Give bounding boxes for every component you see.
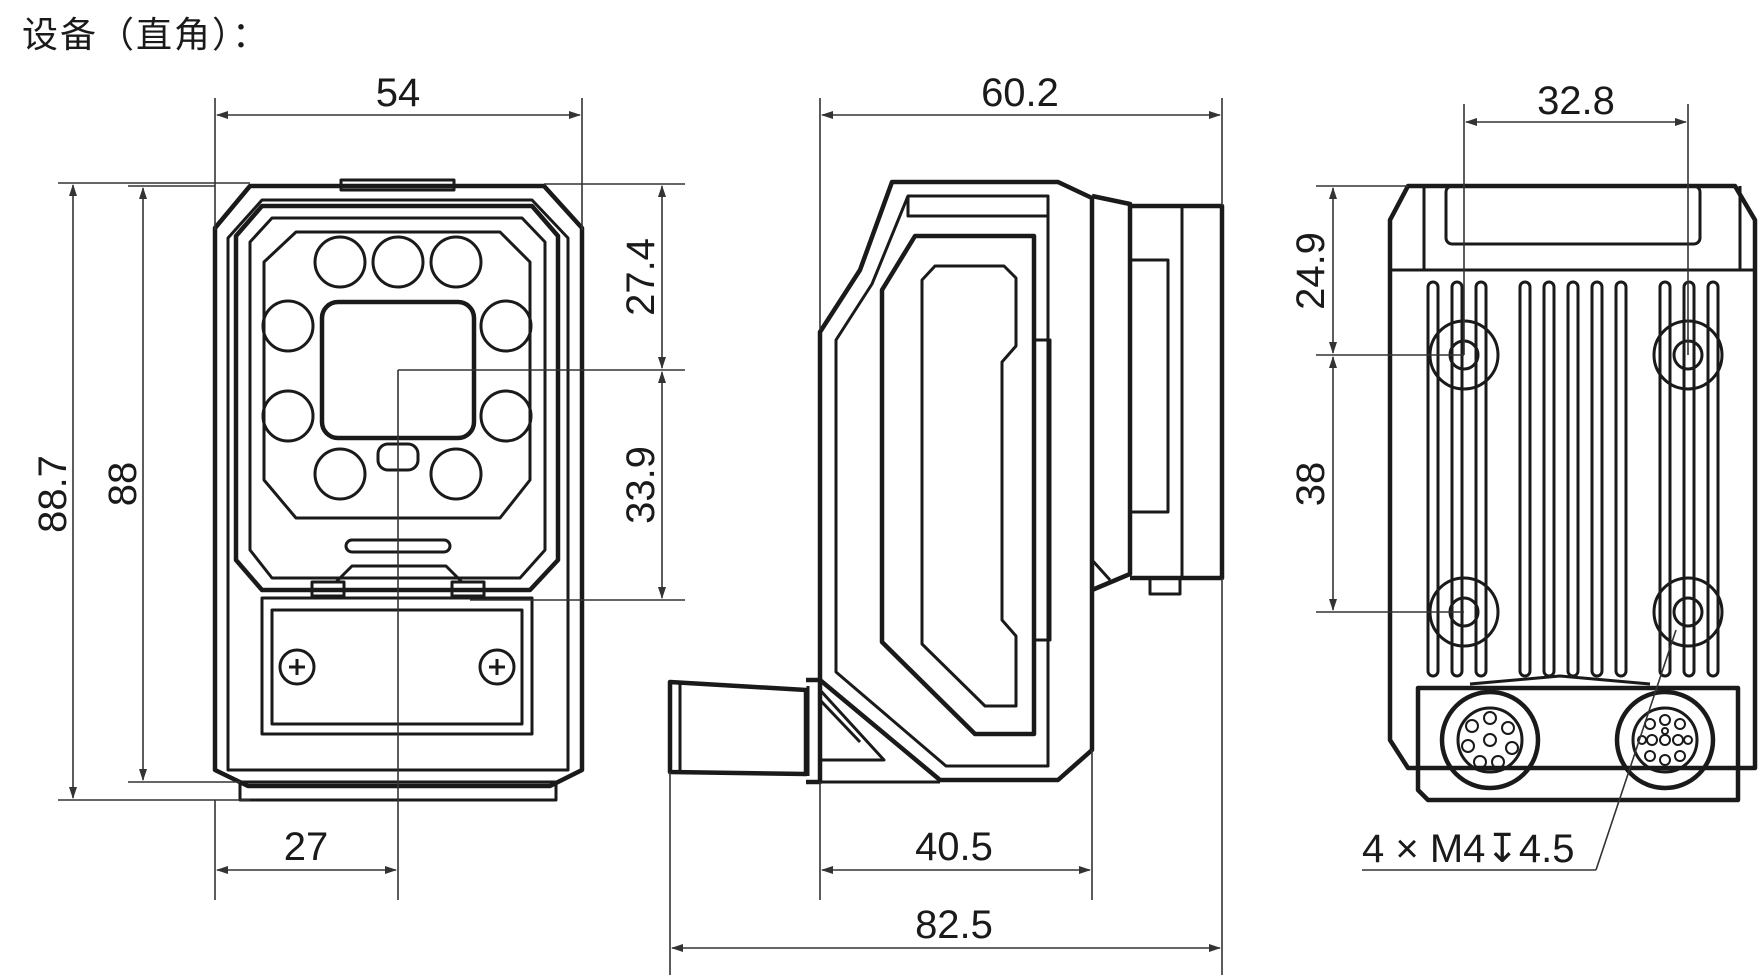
dim-front-height-body: 88 <box>101 462 145 507</box>
dim-front-width: 54 <box>376 71 421 115</box>
dim-back-hole-spacing-y: 38 <box>1289 462 1333 507</box>
dim-back-top-to-hole: 24.9 <box>1289 232 1333 310</box>
dim-back-hole-spacing-x: 32.8 <box>1537 79 1615 123</box>
connector-12pin-icon <box>1614 689 1716 791</box>
led-ring <box>261 235 533 501</box>
dim-side-body-depth: 40.5 <box>915 825 993 869</box>
side-view <box>667 179 1225 785</box>
screw-icon <box>478 648 516 686</box>
page-title: 设备（直角）： <box>22 15 271 56</box>
dim-front-center-to-mount: 33.9 <box>619 446 663 524</box>
connector-8pin-icon <box>1439 689 1541 791</box>
dim-back-hole-spec: 4 × M4↧4.5 <box>1362 827 1575 871</box>
dim-front-height-total: 88.7 <box>31 455 75 533</box>
dim-side-depth: 60.2 <box>981 71 1059 115</box>
side-dimensions: 60.2 40.5 82.5 <box>669 71 1223 975</box>
dim-front-half-width: 27 <box>284 825 329 869</box>
mounting-hole <box>1652 576 1724 648</box>
dim-side-total-depth: 82.5 <box>915 903 993 947</box>
screw-icon <box>278 648 316 686</box>
front-dimensions: 54 88.7 88 27.4 33.9 27 <box>31 71 685 900</box>
dim-front-top-to-center: 27.4 <box>619 238 663 316</box>
back-view <box>1387 183 1758 803</box>
back-dimensions: 32.8 24.9 38 4 × M4↧4.5 <box>1289 79 1689 871</box>
